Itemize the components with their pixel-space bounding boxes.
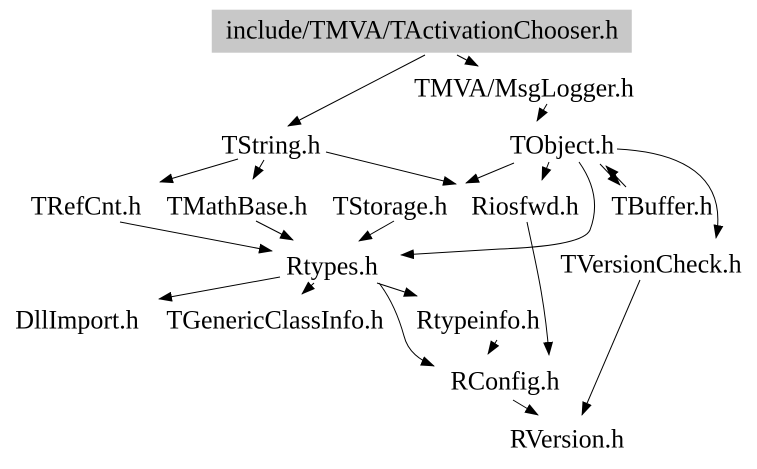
node-rtypeinfo[interactable]: Rtypeinfo.h	[416, 305, 540, 335]
edge-tactivationchooser-to-tstring	[287, 54, 426, 127]
edge-tobject-to-tbuffer	[599, 163, 621, 186]
edge-tactivationchooser-to-msglogger	[456, 54, 479, 67]
node-tobject[interactable]: TObject.h	[509, 130, 615, 160]
edge-rconfig-to-rversion	[512, 399, 539, 416]
node-tstorage[interactable]: TStorage.h	[332, 191, 448, 221]
node-tstring[interactable]: TString.h	[221, 130, 321, 160]
node-tbuffer[interactable]: TBuffer.h	[611, 191, 713, 221]
node-tversioncheck[interactable]: TVersionCheck.h	[560, 249, 742, 279]
edge-tstring-to-riosfwd	[325, 151, 457, 186]
edge-tstring-to-tmathbase	[252, 159, 265, 180]
edge-tobject-to-tversioncheck	[616, 148, 724, 239]
node-tmathbase[interactable]: TMathBase.h	[166, 191, 308, 221]
edge-rtypes-to-rconfig	[378, 282, 435, 367]
node-tgenericclassinfo[interactable]: TGenericClassInfo.h	[166, 305, 384, 335]
edge-tobject-to-tstorage	[465, 162, 515, 184]
node-rconfig[interactable]: RConfig.h	[450, 366, 560, 396]
edge-trefcnt-to-rtypes	[119, 221, 273, 254]
node-rversion[interactable]: RVersion.h	[509, 424, 625, 454]
edge-rtypes-to-dllimport	[158, 276, 281, 302]
edge-rtypeinfo-to-rconfig	[487, 339, 500, 355]
node-rtypes[interactable]: Rtypes.h	[286, 251, 378, 281]
node-msglogger[interactable]: TMVA/MsgLogger.h	[414, 73, 634, 103]
edge-tstorage-to-rtypes	[358, 220, 395, 242]
node-tactivationchooser: include/TMVA/TActivationChooser.h	[211, 9, 633, 53]
edge-tversioncheck-to-rversion	[581, 279, 641, 416]
edge-riosfwd-to-rconfig	[526, 221, 554, 356]
node-riosfwd[interactable]: Riosfwd.h	[471, 191, 579, 221]
edge-tstring-to-trefcnt	[159, 158, 239, 184]
edge-msglogger-to-tobject	[536, 103, 548, 122]
edge-tobject-to-rtypes	[400, 161, 596, 260]
edge-tobject-to-riosfwd	[541, 161, 552, 181]
edge-rtypes-to-tgenericclassinfo	[301, 281, 315, 295]
edge-tbuffer-to-tobject	[605, 165, 627, 188]
edge-tmathbase-to-rtypes	[255, 220, 294, 241]
edge-rtypes-to-rtypeinfo	[376, 282, 418, 297]
node-dllimport[interactable]: DllImport.h	[15, 305, 139, 335]
node-trefcnt[interactable]: TRefCnt.h	[30, 191, 142, 221]
